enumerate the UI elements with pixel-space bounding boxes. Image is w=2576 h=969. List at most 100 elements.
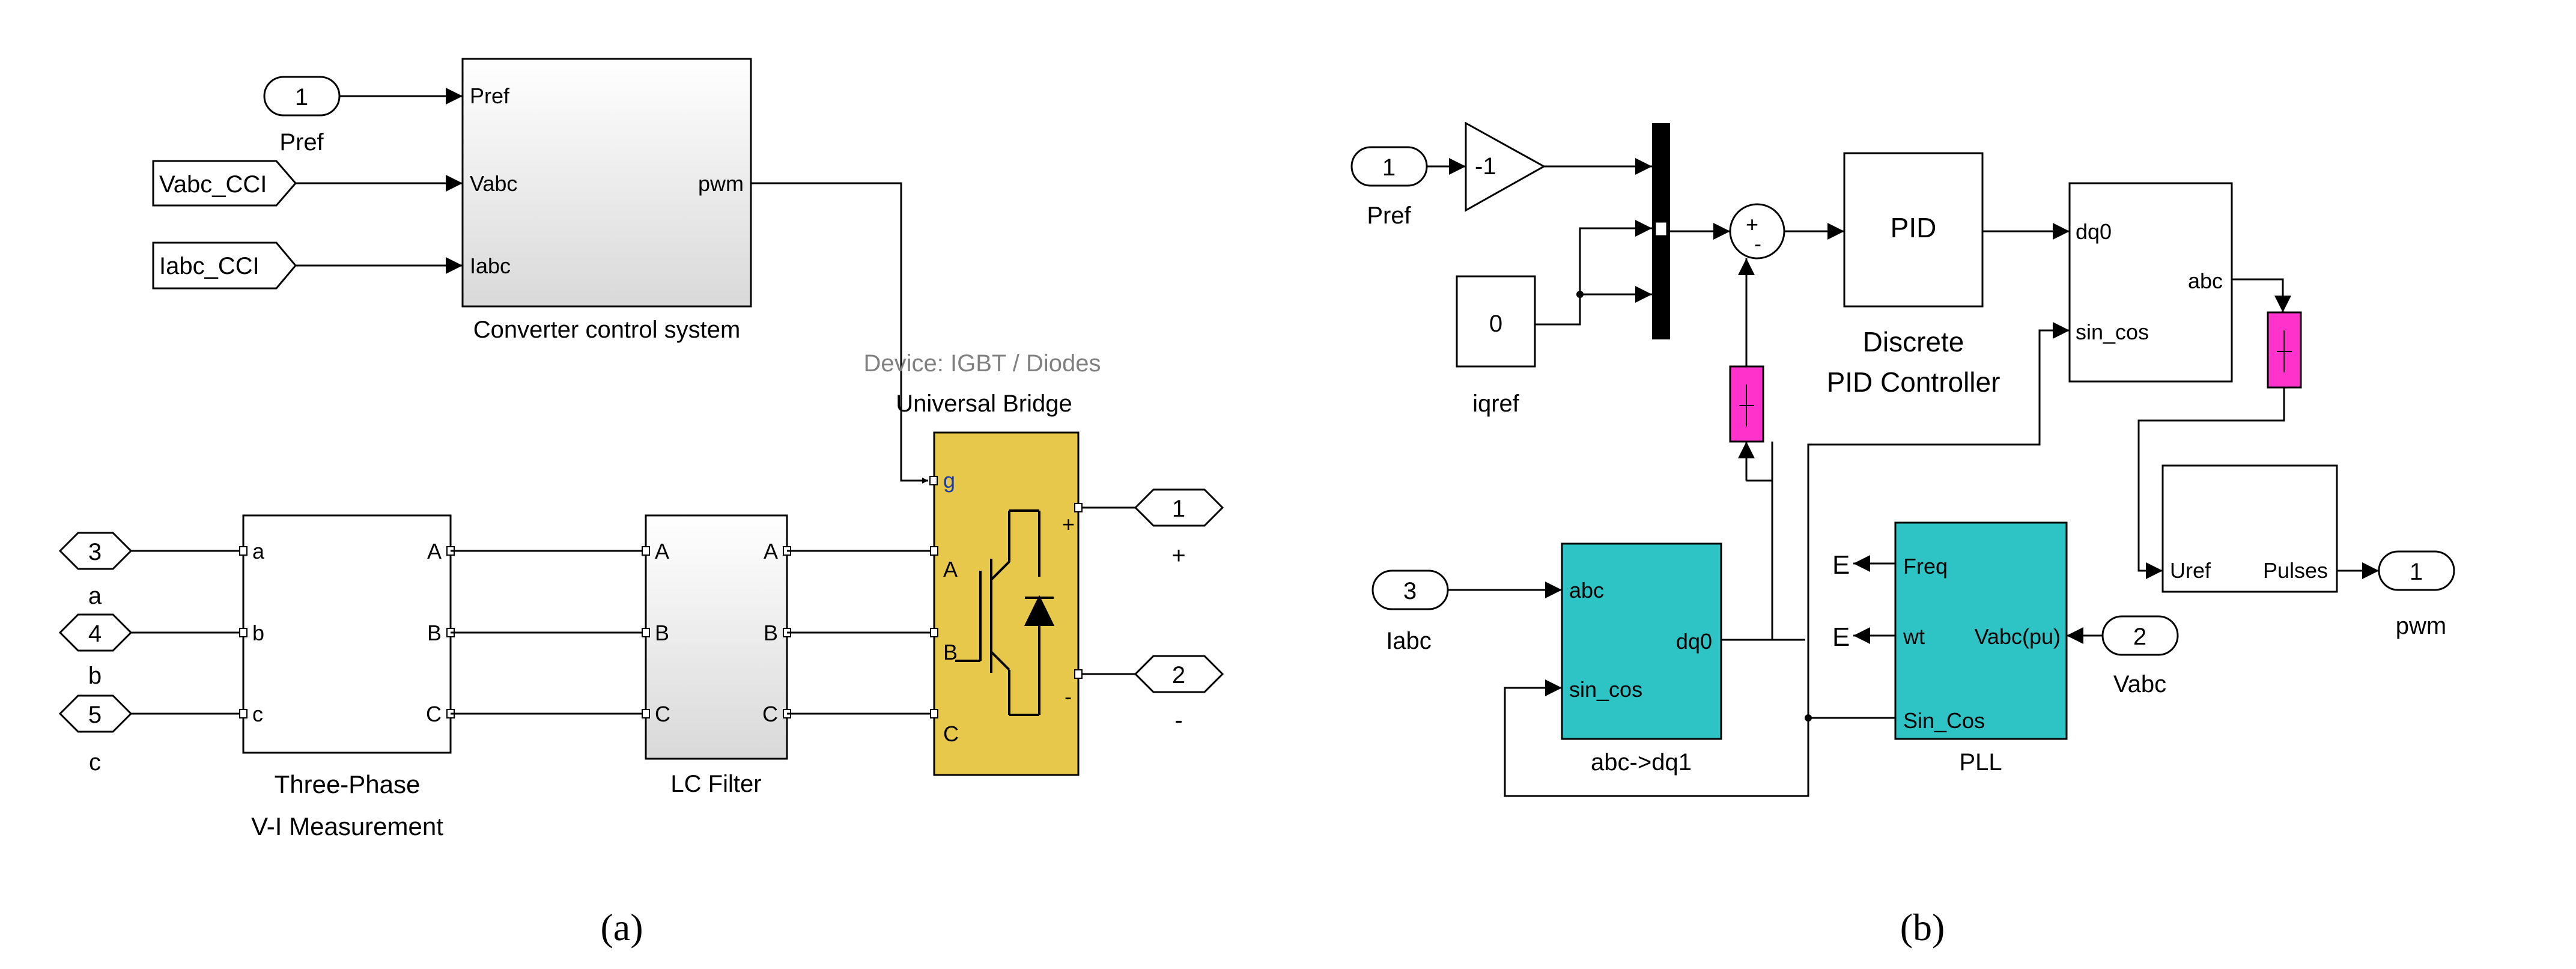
outport-pwm[interactable]: 1 pwm — [2378, 550, 2455, 639]
panel-a: 1 Pref Vabc_CCI Iabc_CCI Pref Vabc Iabc … — [58, 58, 1224, 949]
igbt-diode-icon — [955, 509, 1055, 716]
svg-text:A: A — [943, 557, 958, 582]
svg-text:A: A — [764, 539, 778, 563]
svg-text:3: 3 — [88, 539, 102, 565]
svg-text:Vabc_CCI: Vabc_CCI — [159, 171, 267, 198]
svg-text:Universal Bridge: Universal Bridge — [896, 390, 1072, 417]
abc-to-dq-block[interactable]: abc sin_cos dq0 abc->dq1 — [1561, 542, 1722, 776]
gain-block[interactable]: -1 — [1465, 121, 1546, 212]
goto-iabc-cci[interactable]: Iabc_CCI — [152, 241, 297, 290]
svg-text:A: A — [427, 539, 442, 563]
svg-text:+: + — [1171, 542, 1185, 569]
svg-text:-: - — [1065, 684, 1072, 709]
svg-text:Iabc: Iabc — [1386, 628, 1432, 654]
svg-text:abc: abc — [2188, 269, 2223, 293]
lc-filter-block[interactable]: A B C A B C LC Filter — [642, 514, 791, 797]
pwm-generator-block[interactable]: Uref Pulses — [2161, 464, 2338, 593]
svg-text:sin_cos: sin_cos — [1569, 677, 1642, 702]
pll-block[interactable]: Freq wt Sin_Cos Vabc(pu) PLL — [1894, 521, 2068, 776]
rate-transition-right[interactable] — [2267, 311, 2302, 389]
vi-measurement-block[interactable]: a b c A B C Three-Phase V-I Measurement — [239, 514, 455, 840]
svg-text:Pref: Pref — [279, 129, 324, 156]
svg-text:dq0: dq0 — [2076, 219, 2112, 244]
svg-text:Vabc(pu): Vabc(pu) — [1975, 624, 2061, 649]
svg-text:c: c — [252, 702, 263, 726]
caption-b: (b) — [1900, 906, 1945, 949]
svg-text:C: C — [655, 702, 670, 726]
svg-text:1: 1 — [295, 84, 308, 111]
svg-text:Pref: Pref — [470, 84, 510, 108]
svg-text:Sin_Cos: Sin_Cos — [1903, 708, 1985, 733]
inport-pref-a[interactable]: 1 Pref — [263, 76, 341, 156]
svg-text:5: 5 — [88, 702, 102, 728]
svg-text:abc->dq1: abc->dq1 — [1591, 749, 1692, 776]
svg-text:2: 2 — [1172, 662, 1185, 688]
svg-text:+: + — [1746, 212, 1758, 237]
svg-text:B: B — [655, 621, 669, 645]
outport-minus[interactable]: 2 - — [1134, 655, 1224, 734]
svg-text:Vabc: Vabc — [470, 171, 517, 196]
goto-vabc-cci[interactable]: Vabc_CCI — [152, 160, 297, 207]
svg-text:wt: wt — [1903, 624, 1925, 649]
svg-text:-1: -1 — [1475, 153, 1496, 180]
svg-text:1: 1 — [2410, 559, 2423, 585]
svg-text:c: c — [89, 749, 101, 776]
svg-text:C: C — [426, 702, 442, 726]
svg-text:PID: PID — [1891, 212, 1937, 243]
svg-text:Converter control system: Converter control system — [473, 317, 741, 343]
svg-text:pwm: pwm — [698, 171, 744, 196]
pid-controller-block[interactable]: PID Discrete PID Controller — [1827, 152, 2000, 398]
inport-a[interactable]: 3 a — [58, 532, 133, 609]
constant-iqref[interactable]: 0 iqref — [1456, 275, 1536, 417]
inport-iabc[interactable]: 3 Iabc — [1372, 570, 1449, 654]
svg-text:C: C — [943, 721, 959, 746]
svg-text:Three-Phase: Three-Phase — [275, 770, 421, 798]
svg-text:a: a — [252, 539, 265, 563]
svg-text:abc: abc — [1569, 578, 1604, 603]
svg-text:1: 1 — [1382, 154, 1396, 181]
svg-text:Freq: Freq — [1903, 554, 1948, 579]
sum-block[interactable]: + - — [1729, 203, 1785, 260]
inport-c[interactable]: 5 c — [58, 694, 133, 776]
outport-plus[interactable]: 1 + — [1134, 488, 1224, 569]
svg-text:1: 1 — [1172, 496, 1185, 522]
svg-text:4: 4 — [88, 621, 102, 647]
svg-text:a: a — [88, 583, 102, 609]
terminator-wt[interactable]: E — [1832, 622, 1850, 652]
inport-pref-b[interactable]: 1 Pref — [1350, 146, 1428, 229]
svg-text:2: 2 — [2133, 624, 2146, 650]
rate-transition-left[interactable] — [1729, 365, 1764, 443]
inport-vabc[interactable]: 2 Vabc — [2101, 615, 2179, 697]
svg-text:-: - — [1174, 707, 1182, 734]
svg-text:b: b — [88, 663, 102, 689]
svg-text:A: A — [655, 539, 669, 563]
terminator-freq[interactable]: E — [1832, 550, 1850, 580]
caption-a: (a) — [600, 906, 643, 949]
universal-bridge-block[interactable]: Device: IGBT / Diodes Universal Bridge g… — [864, 350, 1101, 776]
svg-text:b: b — [252, 621, 264, 645]
svg-text:Pulses: Pulses — [2263, 558, 2328, 583]
svg-text:LC Filter: LC Filter — [670, 771, 761, 797]
svg-text:PLL: PLL — [1959, 749, 2002, 776]
svg-text:dq0: dq0 — [1676, 629, 1712, 654]
svg-text:3: 3 — [1403, 578, 1417, 604]
svg-text:B: B — [427, 621, 442, 645]
dq0-to-abc-block[interactable]: dq0 sin_cos abc — [2068, 182, 2233, 383]
svg-text:B: B — [764, 621, 778, 645]
svg-text:sin_cos: sin_cos — [2076, 320, 2149, 344]
svg-text:g: g — [943, 468, 955, 493]
svg-text:PID Controller: PID Controller — [1827, 366, 2000, 398]
inport-b[interactable]: 4 b — [58, 613, 133, 689]
svg-text:Uref: Uref — [2170, 558, 2211, 583]
svg-text:Iabc_CCI: Iabc_CCI — [159, 253, 260, 279]
svg-text:Iabc: Iabc — [470, 254, 511, 278]
svg-text:-: - — [1754, 231, 1761, 256]
svg-text:pwm: pwm — [2396, 613, 2446, 639]
converter-control-system-block[interactable]: Pref Vabc Iabc pwm Converter control sys… — [461, 58, 752, 343]
svg-text:V-I Measurement: V-I Measurement — [251, 812, 443, 840]
svg-text:0: 0 — [1489, 311, 1502, 337]
svg-text:Pref: Pref — [1367, 202, 1411, 229]
svg-text:Device: IGBT / Diodes: Device: IGBT / Diodes — [864, 350, 1101, 377]
